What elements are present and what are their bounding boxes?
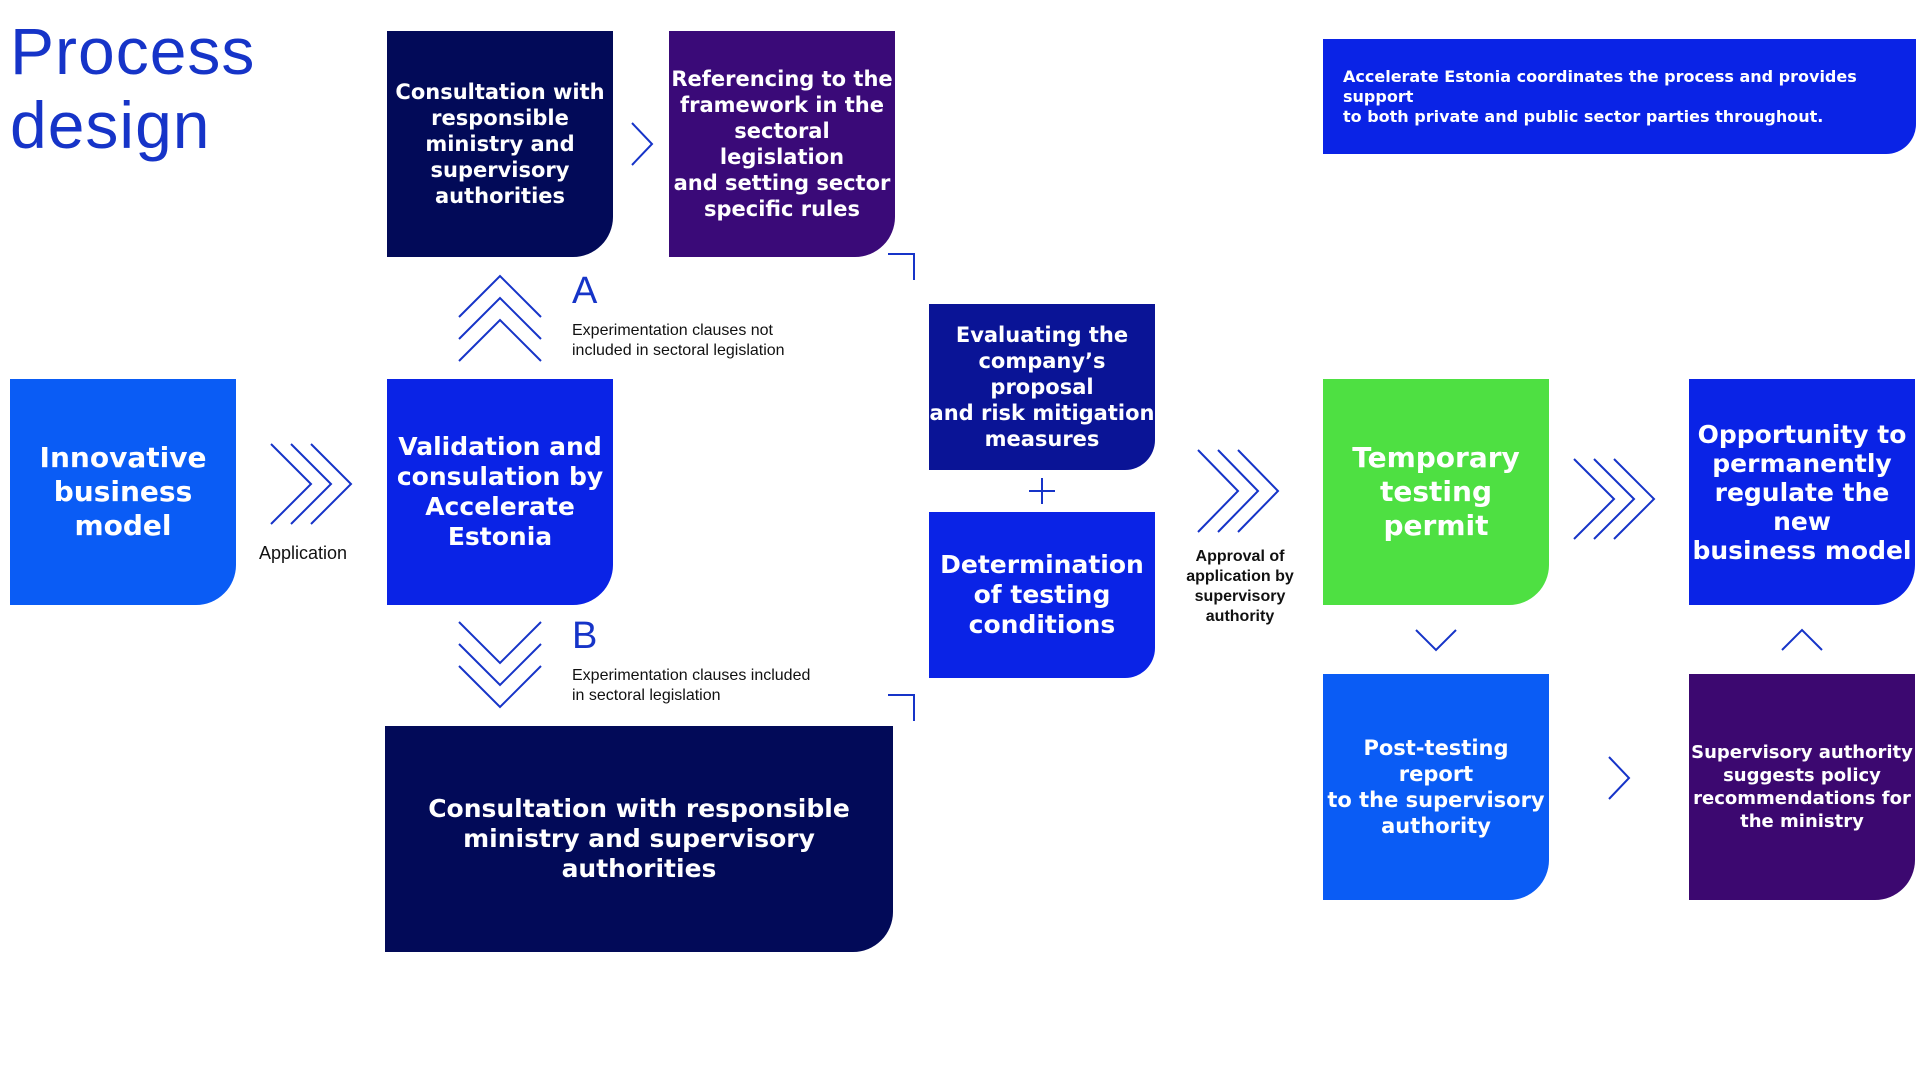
clause-a-line-2: included in sectoral legislation xyxy=(572,342,785,359)
box-line: to the supervisory xyxy=(1327,788,1545,812)
branch-a-label: A xyxy=(572,270,598,312)
triple-chevron-up-icon xyxy=(458,274,542,362)
chevron-up-icon xyxy=(1781,628,1823,651)
box-line: Determination xyxy=(940,550,1144,579)
box-line: Validation and xyxy=(398,432,602,461)
evaluating-box: Evaluating the company’s proposal and ri… xyxy=(929,304,1155,470)
clause-b-label: Experimentation clauses included in sect… xyxy=(572,666,810,706)
box-line: authorities xyxy=(434,184,566,208)
approval-line: Approval of xyxy=(1195,548,1285,565)
coordination-note: Accelerate Estonia coordinates the proce… xyxy=(1323,39,1916,154)
box-line: testing xyxy=(1380,475,1492,508)
box-line: framework in the xyxy=(680,93,884,117)
approval-line: supervisory xyxy=(1194,588,1286,605)
box-line: Post-testing report xyxy=(1363,736,1509,786)
post-testing-report-box: Post-testing report to the supervisory a… xyxy=(1323,674,1549,900)
chevron-down-icon xyxy=(1415,629,1457,652)
clause-a-line-1: Experimentation clauses not xyxy=(572,322,773,339)
triple-chevron-right-icon xyxy=(270,443,353,525)
consultation-b-box: Consultation with responsible ministry a… xyxy=(385,726,893,952)
box-line: Consultation with responsible xyxy=(428,794,850,823)
temporary-testing-permit-box: Temporary testing permit xyxy=(1323,379,1549,605)
box-line: sectoral legislation xyxy=(719,119,845,169)
box-line: suggests policy xyxy=(1723,765,1881,786)
application-label: Application xyxy=(259,543,348,563)
corner-bracket-icon xyxy=(888,694,915,721)
box-line: business model xyxy=(1692,535,1912,565)
box-line: Evaluating the xyxy=(955,323,1129,347)
title-line-2: design xyxy=(10,88,211,162)
chevron-right-icon xyxy=(1608,756,1631,800)
box-line: conditions xyxy=(968,610,1116,639)
box-line: supervisory xyxy=(430,158,570,182)
triple-chevron-right-icon xyxy=(1197,449,1280,533)
triple-chevron-right-icon xyxy=(1573,458,1656,540)
note-line-1: Accelerate Estonia coordinates the proce… xyxy=(1343,66,1857,106)
clause-b-line-2: in sectoral legislation xyxy=(572,687,721,704)
box-line: recommendations for xyxy=(1693,788,1911,809)
box-line: Temporary xyxy=(1352,441,1520,474)
box-line: business xyxy=(53,475,193,508)
clause-b-line-1: Experimentation clauses included xyxy=(572,667,811,684)
approval-label: Approval of application by supervisory a… xyxy=(1168,547,1312,627)
box-line: model xyxy=(74,509,172,542)
corner-bracket-icon xyxy=(888,253,915,280)
box-line: Innovative xyxy=(39,441,207,474)
box-line: Supervisory authority xyxy=(1691,742,1913,763)
box-line: the ministry xyxy=(1740,811,1864,832)
determination-box: Determination of testing conditions xyxy=(929,512,1155,678)
box-line: permit xyxy=(1383,509,1489,542)
box-line: Referencing to the xyxy=(671,67,893,91)
referencing-box: Referencing to the framework in the sect… xyxy=(669,31,895,257)
note-line-2: to both private and public sector partie… xyxy=(1343,106,1824,126)
page-title: Process design xyxy=(10,14,255,162)
opportunity-box: Opportunity to permanently regulate the … xyxy=(1689,379,1915,605)
box-line: ministry and supervisory authorities xyxy=(463,824,815,883)
box-line: measures xyxy=(984,427,1100,451)
consultation-a-box: Consultation with responsible ministry a… xyxy=(387,31,613,257)
box-line: permanently xyxy=(1712,448,1892,478)
box-line: Consultation with xyxy=(395,80,605,104)
supervisory-recommendations-box: Supervisory authority suggests policy re… xyxy=(1689,674,1915,900)
box-line: responsible xyxy=(431,106,569,130)
plus-icon xyxy=(1029,478,1055,504)
box-line: consulation by xyxy=(396,462,604,491)
box-line: and risk mitigation xyxy=(929,401,1155,425)
box-line: Opportunity to xyxy=(1697,419,1907,449)
clause-a-label: Experimentation clauses not included in … xyxy=(572,321,785,361)
chevron-right-icon xyxy=(631,122,654,166)
title-line-1: Process xyxy=(10,14,256,88)
box-line: ministry and xyxy=(425,132,575,156)
triple-chevron-down-icon xyxy=(458,621,542,709)
box-line: of testing xyxy=(973,580,1111,609)
box-line: Accelerate xyxy=(425,492,575,521)
approval-line: authority xyxy=(1205,608,1275,625)
validation-box: Validation and consulation by Accelerate… xyxy=(387,379,613,605)
approval-line: application by xyxy=(1186,568,1294,585)
branch-b-label: B xyxy=(572,615,598,657)
box-line: company’s proposal xyxy=(978,349,1106,399)
box-line: regulate the new xyxy=(1714,477,1890,536)
innovative-business-model-box: Innovative business model xyxy=(10,379,236,605)
box-line: authority xyxy=(1381,814,1491,838)
box-line: and setting sector xyxy=(673,171,891,195)
box-line: Estonia xyxy=(447,522,553,551)
box-line: specific rules xyxy=(704,197,860,221)
